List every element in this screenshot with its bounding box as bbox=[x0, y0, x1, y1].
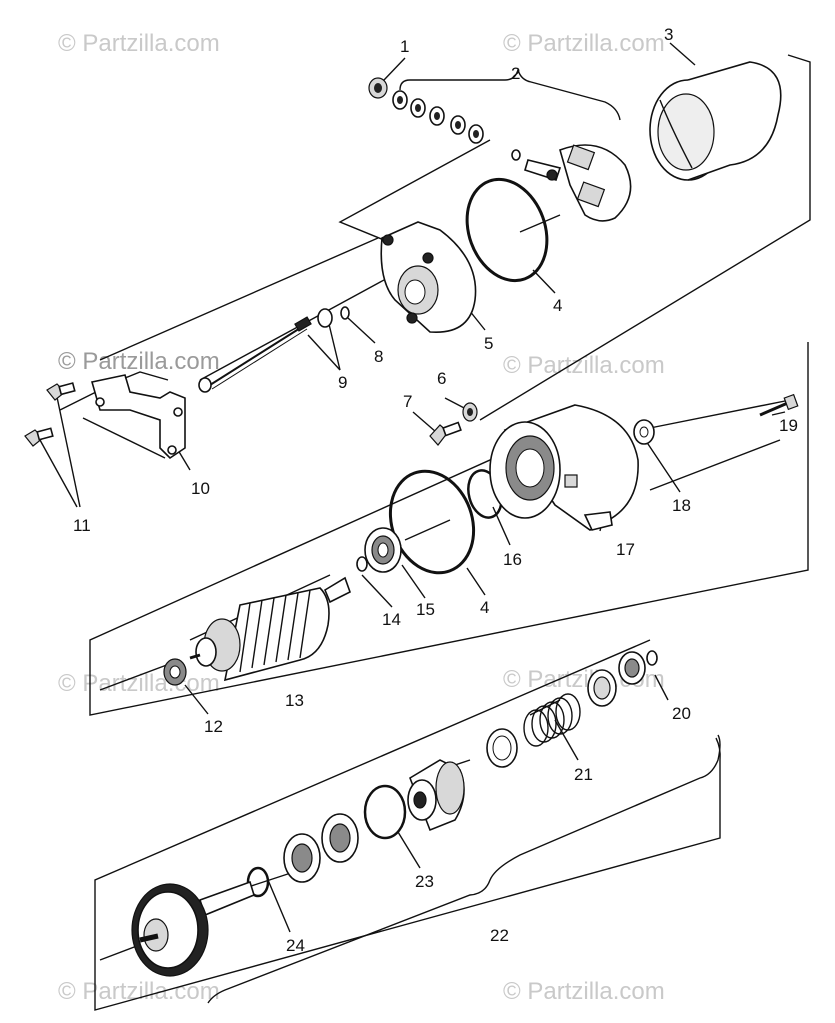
part-19-bolt bbox=[759, 393, 799, 417]
part-22-overrunning-clutch bbox=[283, 759, 465, 883]
callout-13: 13 bbox=[285, 691, 304, 710]
part-18-washer bbox=[633, 419, 655, 445]
callout-labels: 1 2 3 4 5 6 7 8 9 10 11 12 13 14 15 4 16… bbox=[73, 25, 798, 955]
callout-18: 18 bbox=[672, 496, 691, 515]
part-13-armature bbox=[189, 576, 351, 682]
callout-7: 7 bbox=[403, 392, 412, 411]
part-15-bearing bbox=[364, 527, 402, 573]
callout-4-upper: 4 bbox=[553, 296, 562, 315]
callout-20: 20 bbox=[672, 704, 691, 723]
watermark-top-right: © Partzilla.com bbox=[503, 30, 665, 57]
callout-21: 21 bbox=[574, 765, 593, 784]
watermark-mid-left: © Partzilla.com bbox=[58, 348, 220, 375]
callout-16: 16 bbox=[503, 550, 522, 569]
callout-5: 5 bbox=[484, 334, 493, 353]
part-1-nut bbox=[368, 77, 388, 99]
group-brackets bbox=[207, 67, 721, 1004]
part-11-bolts bbox=[24, 382, 76, 447]
callout-19: 19 bbox=[779, 416, 798, 435]
callout-12: 12 bbox=[204, 717, 223, 736]
callout-6: 6 bbox=[437, 369, 446, 388]
callout-4-lower: 4 bbox=[480, 598, 489, 617]
part-6-washer bbox=[462, 402, 478, 422]
callout-2: 2 bbox=[511, 64, 520, 83]
part-12-bushing bbox=[163, 658, 187, 686]
callout-11: 11 bbox=[73, 516, 91, 535]
part-10-mounting-bracket bbox=[90, 371, 186, 460]
callout-1: 1 bbox=[400, 37, 409, 56]
watermark-top-left: © Partzilla.com bbox=[58, 30, 220, 57]
part-9-through-bolts bbox=[198, 308, 333, 393]
part-17-front-housing bbox=[489, 404, 639, 531]
watermark-bottom-right: © Partzilla.com bbox=[503, 978, 665, 1005]
callout-17: 17 bbox=[616, 540, 635, 559]
watermark-lower-left: © Partzilla.com bbox=[58, 670, 220, 697]
callout-15: 15 bbox=[416, 600, 435, 619]
part-5-rear-cover bbox=[380, 221, 477, 333]
callout-22: 22 bbox=[490, 926, 509, 945]
part-4-o-ring-upper bbox=[465, 177, 549, 283]
callout-24: 24 bbox=[286, 936, 305, 955]
callout-8: 8 bbox=[374, 347, 383, 366]
callout-23: 23 bbox=[415, 872, 434, 891]
part-7-terminal-bolt bbox=[429, 421, 462, 446]
callout-9: 9 bbox=[338, 373, 347, 392]
part-20-retainer bbox=[587, 650, 658, 707]
part-8-small-washer bbox=[340, 306, 350, 320]
part-23-ring bbox=[363, 784, 407, 840]
part-2-brush-holder-kit bbox=[392, 90, 632, 222]
part-14-washer bbox=[356, 556, 368, 572]
guide-lines bbox=[59, 54, 811, 1011]
callout-3: 3 bbox=[664, 25, 673, 44]
pinion-gear-shaft bbox=[131, 880, 255, 977]
part-3-yoke-housing bbox=[649, 61, 782, 181]
part-21-spring bbox=[486, 693, 581, 768]
callout-14: 14 bbox=[382, 610, 401, 629]
callout-10: 10 bbox=[191, 479, 210, 498]
